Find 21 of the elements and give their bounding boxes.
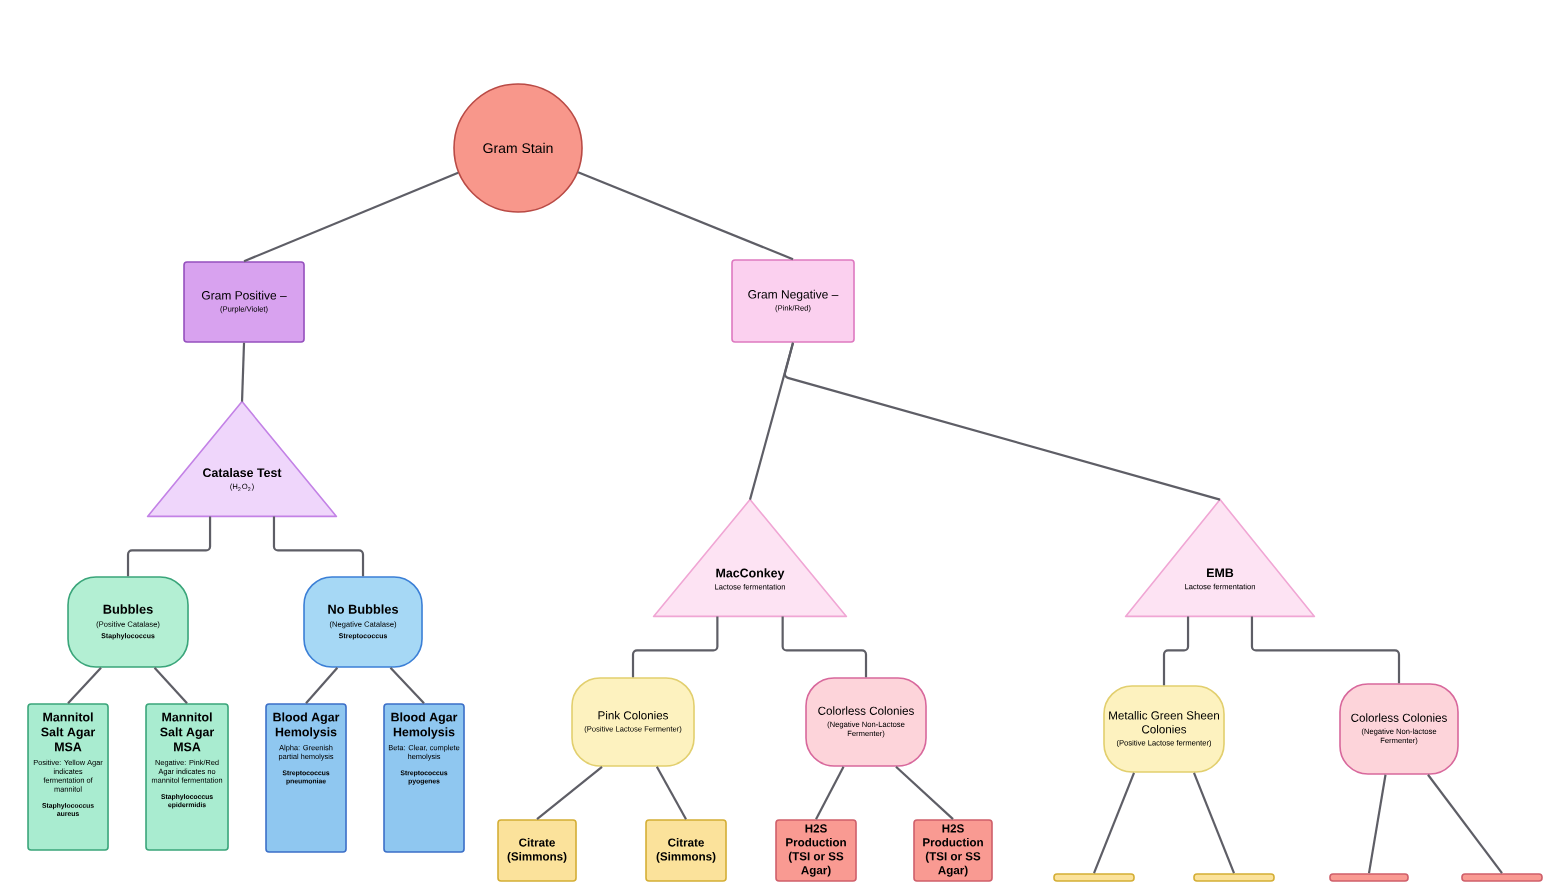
process-box — [1053, 873, 1135, 882]
connector-line — [389, 667, 425, 704]
connector-line — [67, 667, 102, 704]
connector-line — [577, 171, 794, 261]
connector-line — [243, 171, 459, 263]
connector-line — [895, 765, 954, 820]
process-box — [1329, 873, 1409, 882]
connector-line — [655, 766, 687, 820]
connector-line — [536, 765, 603, 821]
connector-line — [305, 667, 339, 704]
connector-line — [1093, 772, 1136, 874]
process-box — [1461, 873, 1543, 882]
connector-line — [1192, 772, 1236, 874]
connector-line — [1250, 616, 1401, 684]
connector-line — [153, 667, 188, 704]
connector-line — [240, 342, 246, 402]
connector-line — [1367, 774, 1387, 874]
connector-line — [783, 342, 1221, 501]
process-box — [1193, 873, 1275, 882]
connector-line — [815, 766, 845, 820]
connector-line — [1162, 616, 1190, 686]
